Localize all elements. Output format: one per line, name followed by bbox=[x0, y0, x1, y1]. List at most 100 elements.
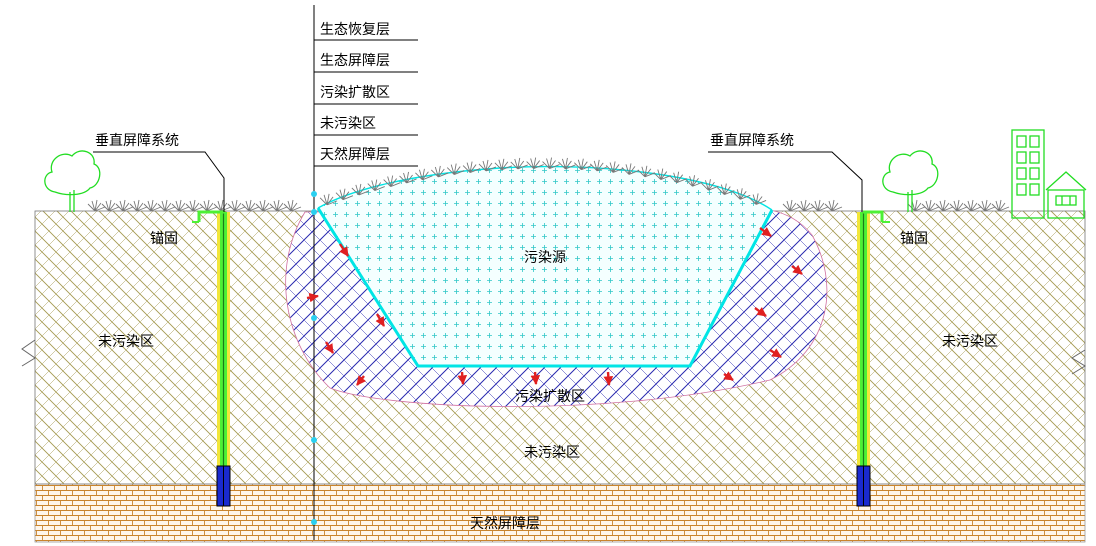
grass-tuft bbox=[732, 188, 751, 200]
grass-tuft bbox=[621, 163, 640, 175]
grass-tuft bbox=[796, 199, 815, 212]
grass-tuft bbox=[478, 159, 497, 172]
grass-tuft bbox=[87, 199, 106, 212]
grass-tuft bbox=[991, 199, 1010, 212]
grass-tuft bbox=[171, 199, 190, 212]
left-break-mark bbox=[21, 339, 36, 367]
grass-tuft bbox=[589, 159, 608, 172]
diffusion-arrow bbox=[754, 307, 767, 317]
house-icon bbox=[1045, 171, 1087, 219]
legend-item-natural-barrier: 天然屏障层 bbox=[320, 146, 390, 163]
vertical-barrier-right bbox=[856, 210, 890, 507]
source-cap bbox=[317, 165, 773, 211]
grass-tuft bbox=[748, 193, 767, 205]
diffusion-arrow bbox=[457, 371, 468, 385]
grass-tuft bbox=[129, 199, 148, 212]
barrier-left-leader bbox=[93, 151, 225, 212]
grass-tuft bbox=[977, 199, 996, 212]
grass-tuft bbox=[367, 179, 385, 191]
natural-barrier-layer bbox=[34, 483, 1086, 543]
grass-tuft bbox=[963, 199, 982, 212]
grass-tuft bbox=[653, 168, 671, 180]
legend-item-eco-restoration: 生态恢复层 bbox=[320, 21, 390, 38]
grass-tuft bbox=[143, 199, 162, 212]
grass-tuft bbox=[542, 157, 560, 169]
diffusion-arrow bbox=[759, 227, 772, 237]
grass-tuft bbox=[494, 158, 513, 171]
grass-tuft bbox=[283, 199, 302, 212]
legend-markers bbox=[311, 191, 317, 525]
tree-icon bbox=[882, 150, 939, 212]
grass-tuft bbox=[213, 199, 232, 212]
grass-tuft bbox=[335, 188, 354, 201]
grass-tuft bbox=[510, 157, 528, 170]
grass-tuft bbox=[935, 199, 954, 212]
vertical-barrier-left bbox=[192, 210, 231, 507]
source-label: 污染源 bbox=[524, 250, 566, 266]
source-liner bbox=[316, 207, 774, 368]
grass-tuft bbox=[157, 199, 176, 212]
grass-tuft bbox=[907, 199, 926, 212]
barrier-right-label: 垂直屏障系统 bbox=[710, 132, 794, 149]
grass-vegetation bbox=[87, 157, 1010, 212]
diffusion-arrow bbox=[306, 292, 319, 303]
tree-icon bbox=[44, 150, 101, 212]
grass-tuft bbox=[241, 199, 260, 212]
clean-left-label: 未污染区 bbox=[98, 334, 154, 350]
grass-tuft bbox=[399, 171, 417, 184]
diffusion-arrow bbox=[375, 313, 386, 327]
grass-tuft bbox=[415, 168, 433, 181]
grass-tuft bbox=[227, 199, 246, 212]
grass-tuft bbox=[383, 175, 401, 187]
grass-tuft bbox=[115, 199, 134, 212]
grass-tuft bbox=[605, 161, 624, 173]
clean-bottom-label: 未污染区 bbox=[524, 445, 580, 461]
natural-barrier-label: 天然屏障层 bbox=[470, 515, 540, 532]
grass-tuft bbox=[319, 193, 338, 206]
grass-tuft bbox=[637, 165, 656, 178]
legend-item-unpolluted: 未污染区 bbox=[320, 116, 376, 132]
grass-tuft bbox=[669, 171, 687, 184]
grass-tuft bbox=[701, 179, 719, 191]
grass-tuft bbox=[949, 199, 968, 212]
right-break-mark bbox=[1071, 349, 1086, 375]
building-icon bbox=[1011, 129, 1045, 219]
grass-tuft bbox=[526, 157, 544, 169]
grass-tuft bbox=[430, 165, 449, 178]
grass-tuft bbox=[824, 199, 843, 212]
legend-item-diffusion: 污染扩散区 bbox=[320, 85, 390, 101]
diffusion-arrow bbox=[791, 264, 803, 275]
legend-underlines bbox=[314, 39, 418, 167]
diffusion-arrow bbox=[723, 371, 734, 381]
diffusion-arrow bbox=[356, 375, 367, 386]
diffusion-arrows bbox=[306, 227, 803, 386]
grass-tuft bbox=[810, 199, 829, 212]
grass-tuft bbox=[462, 161, 481, 173]
legend-item-eco-barrier: 生态屏障层 bbox=[320, 53, 390, 69]
grass-tuft bbox=[921, 199, 940, 212]
diffusion-arrow bbox=[603, 371, 614, 386]
diffusion-arrow bbox=[339, 243, 349, 257]
grass-tuft bbox=[558, 157, 576, 170]
pollution-source bbox=[318, 166, 772, 366]
diffusion-zone-label: 污染扩散区 bbox=[515, 389, 585, 405]
grass-tuft bbox=[351, 183, 370, 196]
diffusion-arrow bbox=[530, 371, 541, 385]
anchor-left-label: 锚固 bbox=[150, 231, 178, 247]
grass-tuft bbox=[685, 175, 703, 187]
clean-right-label: 未污染区 bbox=[942, 334, 998, 350]
grass-tuft bbox=[574, 158, 592, 171]
grass-tuft bbox=[782, 199, 801, 212]
barrier-left-label: 垂直屏障系统 bbox=[95, 132, 179, 149]
grass-tuft bbox=[717, 183, 735, 195]
barrier-right-leader bbox=[708, 151, 863, 212]
diffusion-arrow bbox=[769, 348, 782, 359]
grass-tuft bbox=[101, 199, 120, 212]
grass-tuft bbox=[446, 163, 465, 175]
grass-tuft bbox=[199, 199, 218, 212]
anchor-right-label: 锚固 bbox=[900, 231, 928, 247]
diffusion-arrow bbox=[324, 341, 335, 354]
grass-tuft bbox=[185, 199, 204, 212]
grass-tuft bbox=[255, 199, 274, 212]
